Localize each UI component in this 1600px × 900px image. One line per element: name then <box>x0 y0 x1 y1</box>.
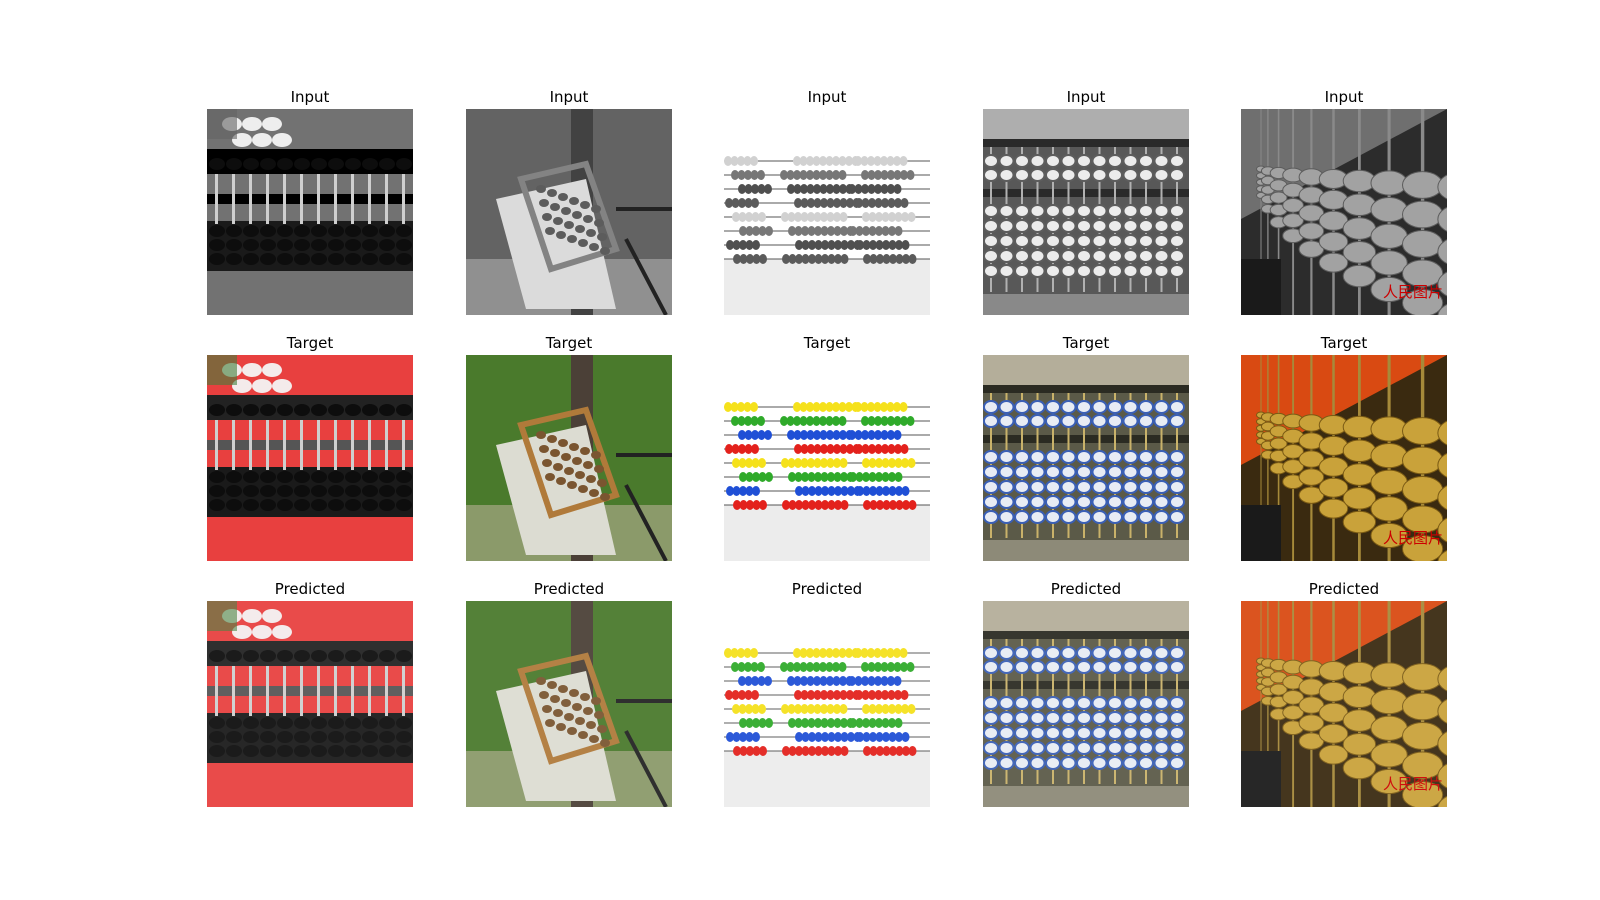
panel-title: Target <box>803 334 851 352</box>
abacus-golden-photo: 人民图片 <box>1241 109 1447 315</box>
abacus-golden-photo: 人民图片 <box>1241 355 1447 561</box>
panel-title: Predicted <box>533 580 605 598</box>
panel-title: Predicted <box>791 580 863 598</box>
watermark-stamp: 人民图片 <box>1383 775 1443 793</box>
abacus-flowers-photo <box>207 355 413 561</box>
abacus-flowers-photo <box>207 601 413 807</box>
watermark-stamp: 人民图片 <box>1383 283 1443 301</box>
abacus-tree-photo <box>466 355 672 561</box>
abacus-porcelain-photo <box>983 355 1189 561</box>
abacus-flowers-photo <box>207 109 413 315</box>
panel-title: Predicted <box>1308 580 1380 598</box>
abacus-tree-photo <box>466 109 672 315</box>
abacus-tree-photo <box>466 601 672 807</box>
panel-title: Input <box>549 88 589 106</box>
panel-title: Target <box>1062 334 1110 352</box>
abacus-colorful-photo <box>724 601 930 807</box>
watermark-stamp: 人民图片 <box>1383 529 1443 547</box>
abacus-porcelain-photo <box>983 601 1189 807</box>
panel-title: Target <box>1320 334 1368 352</box>
abacus-colorful-photo <box>724 109 930 315</box>
panel-title: Input <box>1324 88 1364 106</box>
panel-title: Input <box>290 88 330 106</box>
abacus-colorful-photo <box>724 355 930 561</box>
abacus-porcelain-photo <box>983 109 1189 315</box>
panel-title: Target <box>545 334 593 352</box>
panel-title: Input <box>1066 88 1106 106</box>
panel-title: Input <box>807 88 847 106</box>
abacus-golden-photo: 人民图片 <box>1241 601 1447 807</box>
panel-title: Predicted <box>1050 580 1122 598</box>
panel-title: Target <box>286 334 334 352</box>
panel-title: Predicted <box>274 580 346 598</box>
